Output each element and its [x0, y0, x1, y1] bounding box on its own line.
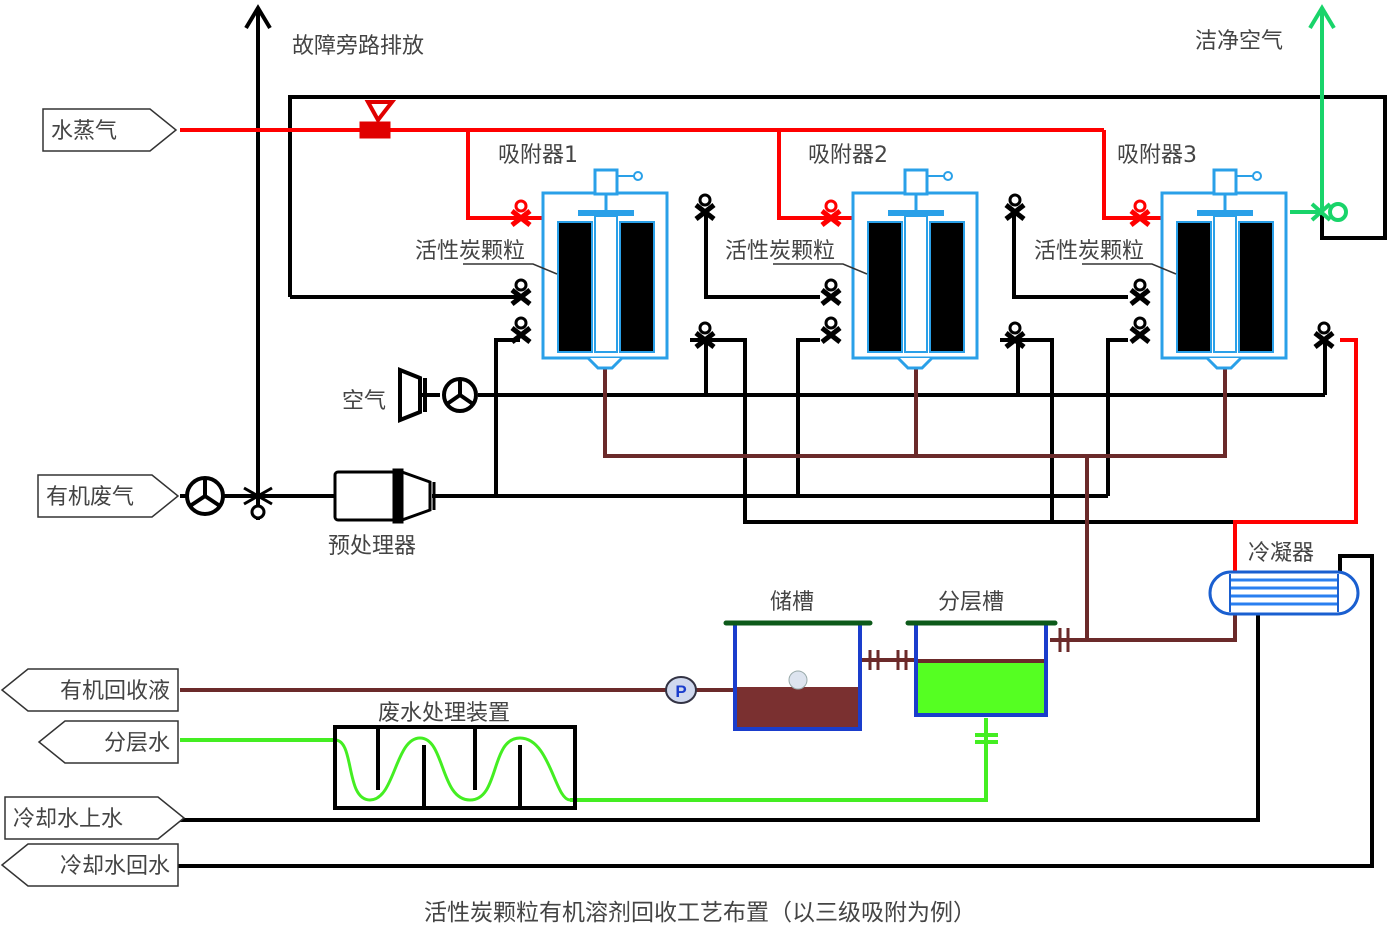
pretreatment-unit-icon: [333, 468, 436, 524]
adsorber-2: 吸附器2 活性炭颗粒: [725, 143, 1026, 370]
valve-icon: [820, 199, 842, 227]
valve-icon: [1129, 199, 1151, 227]
carbon-bed-left: [867, 221, 903, 353]
bypass-arrow-icon: [244, 4, 272, 30]
recovered-liquid-outlet-tag: 有机回收液: [0, 668, 179, 712]
wastewater-treatment-unit: [333, 725, 577, 810]
storage-tank-icon: [723, 620, 908, 731]
condenser-icon: [1208, 570, 1360, 616]
valve-icon: [1313, 321, 1335, 349]
svg-text:水蒸气: 水蒸气: [51, 119, 117, 144]
valve-icon: [1129, 316, 1151, 344]
adsorber-3: 吸附器3 活性炭颗粒: [1034, 143, 1335, 370]
gas-pipes: [100, 4, 1387, 868]
waste-gas-fan-icon: [185, 476, 225, 516]
svg-text:P: P: [675, 682, 686, 701]
wastewater-unit-label: 废水处理装置: [378, 701, 510, 726]
carbon-media-label: 活性炭颗粒: [725, 239, 835, 264]
diagram-caption: 活性炭颗粒有机溶剂回收工艺布置（以三级吸附为例）: [424, 900, 976, 926]
adsorber-1: 吸附器1 活性炭颗粒: [415, 143, 716, 370]
valve-icon: [694, 193, 716, 221]
adsorber-name: 吸附器2: [808, 143, 888, 168]
clean-air-pipe: [1290, 4, 1348, 222]
svg-text:冷却水回水: 冷却水回水: [60, 854, 170, 879]
separation-tank-label: 分层槽: [938, 590, 1004, 615]
carbon-media-label: 活性炭颗粒: [415, 239, 525, 264]
separated-water-pipe: [180, 718, 998, 802]
carbon-bed-right: [619, 221, 655, 353]
condensate-pipes: [180, 368, 1237, 692]
valve-icon: [694, 321, 716, 349]
valve-icon: [820, 278, 842, 306]
valve-icon: [1004, 193, 1026, 221]
carbon-bed-right: [1238, 221, 1274, 353]
pretreatment-label: 预处理器: [328, 534, 416, 559]
steam-inlet-tag: 水蒸气: [42, 108, 178, 152]
valve-icon: [510, 316, 532, 344]
separated-water-outlet-tag: 分层水: [37, 720, 179, 764]
adsorbers: 吸附器1 活性炭颗粒 吸附器2 活性炭颗粒 吸附器3 活性炭颗粒: [415, 143, 1335, 370]
waste-gas-inlet-tag: 有机废气: [37, 474, 180, 518]
svg-text:冷却水上水: 冷却水上水: [13, 807, 123, 832]
bypass-valve-icon: [243, 486, 273, 520]
valve-icon: [1129, 278, 1151, 306]
carbon-bed-left: [557, 221, 593, 353]
svg-text:有机回收液: 有机回收液: [60, 679, 170, 704]
cooling-water-supply-tag: 冷却水上水: [4, 796, 186, 840]
bypass-label: 故障旁路排放: [292, 34, 424, 59]
pump-icon: P: [665, 676, 697, 704]
valve-icon: [510, 278, 532, 306]
air-blower-icon: [398, 367, 478, 423]
cooling-return-pipe: [100, 554, 1374, 868]
valve-icon: [1004, 321, 1026, 349]
carbon-bed-left: [1176, 221, 1212, 353]
adsorber-name: 吸附器3: [1117, 143, 1197, 168]
carbon-bed-right: [929, 221, 965, 353]
separation-tank-icon: [905, 620, 1070, 717]
condenser-label: 冷凝器: [1248, 541, 1314, 566]
clean-air-label: 洁净空气: [1195, 29, 1283, 54]
adsorber-name: 吸附器1: [498, 143, 578, 168]
svg-text:有机废气: 有机废气: [46, 485, 134, 510]
carbon-media-label: 活性炭颗粒: [1034, 239, 1144, 264]
valve-icon: [510, 199, 532, 227]
steam-control-valve-icon: [359, 100, 397, 139]
svg-text:分层水: 分层水: [104, 731, 170, 756]
storage-tank-label: 储槽: [770, 590, 814, 615]
cooling-supply-pipe: [180, 612, 1260, 822]
air-label: 空气: [342, 389, 386, 414]
cooling-water-return-tag: 冷却水回水: [0, 843, 179, 887]
valve-icon: [820, 316, 842, 344]
